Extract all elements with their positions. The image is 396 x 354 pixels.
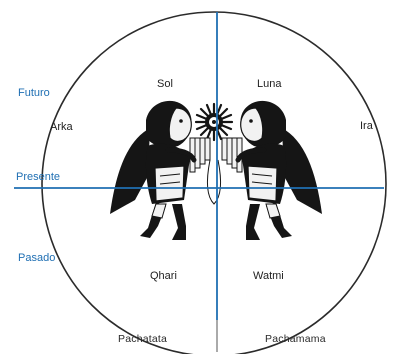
right-musician-figure — [222, 101, 322, 240]
bottom-label-pachatata: Pachatata — [118, 333, 167, 346]
quadrant-label-luna: Luna — [257, 78, 281, 91]
quadrant-label-sol: Sol — [157, 78, 173, 91]
time-label-future: Futuro — [18, 87, 50, 100]
sun-star-icon — [196, 104, 232, 140]
cosmos-circle — [42, 12, 386, 354]
center-cord — [207, 160, 220, 204]
bottom-label-pachamama: Pachamama — [265, 333, 326, 346]
time-label-present: Presente — [16, 171, 60, 184]
time-label-past: Pasado — [18, 252, 55, 265]
quadrant-label-qhari: Qhari — [150, 270, 177, 283]
side-label-arka: Arka — [50, 121, 73, 134]
side-label-ira: Ira — [360, 120, 373, 133]
quadrant-label-watmi: Watmi — [253, 270, 284, 283]
